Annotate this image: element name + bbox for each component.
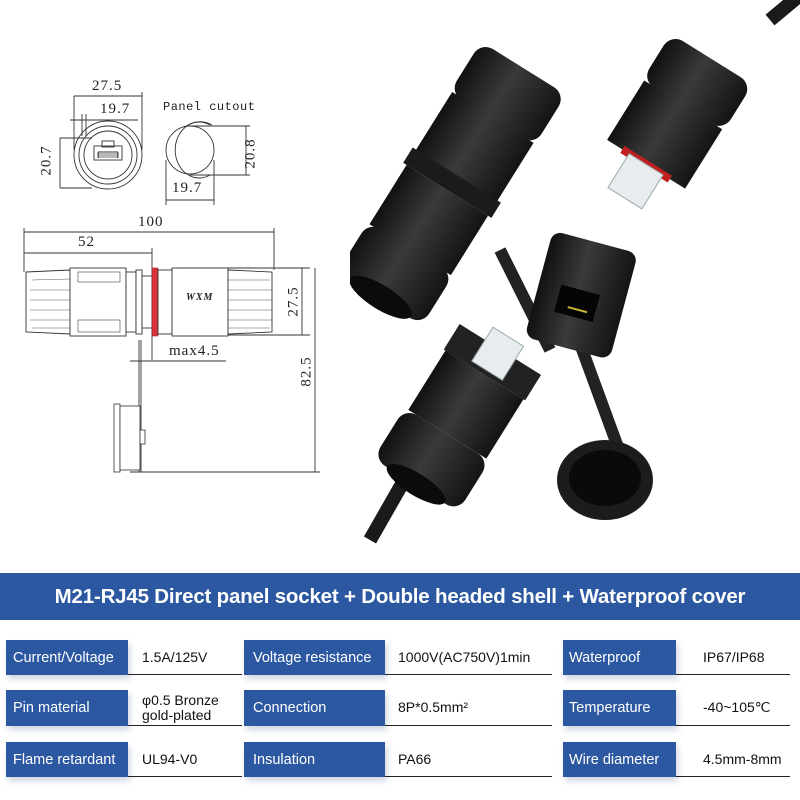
spec-label: Flame retardant: [6, 742, 128, 777]
dimension-lines: [23, 92, 320, 473]
dim-diameter: 27.5: [285, 286, 302, 317]
spec-value: 1000V(AC750V)1min: [385, 640, 552, 675]
dim-total-height: 82.5: [298, 356, 315, 387]
product-title: M21-RJ45 Direct panel socket + Double he…: [54, 584, 746, 608]
panel-socket: [526, 232, 636, 358]
double-headed-shell: [350, 47, 561, 321]
spec-label: Connection: [244, 690, 385, 726]
spec-value: 1.5A/125V: [128, 640, 242, 675]
spec-value: -40~105℃: [676, 690, 790, 726]
spec-value: IP67/IP68: [676, 640, 790, 675]
dim-total-length: 100: [138, 214, 164, 230]
spec-waterproof: Waterproof IP67/IP68: [563, 640, 790, 675]
spec-connection: Connection 8P*0.5mm²: [244, 690, 552, 726]
dim-front-outer-width: 27.5: [92, 78, 123, 94]
product-title-banner: M21-RJ45 Direct panel socket + Double he…: [0, 573, 800, 620]
spec-current-voltage: Current/Voltage 1.5A/125V: [6, 640, 242, 675]
spec-value-line2: gold-plated: [142, 706, 212, 723]
technical-drawing: 27.5 19.7 20.7 Panel cutout 20.8 19.7 10…: [0, 0, 340, 480]
spec-value: φ0.5 Bronze gold-plated: [128, 690, 242, 726]
waterproof-cover: [557, 440, 653, 520]
spec-wire-diameter: Wire diameter 4.5mm-8mm: [563, 742, 790, 777]
spec-value: 4.5mm-8mm: [676, 742, 790, 777]
dim-front-length: 52: [78, 234, 95, 250]
spec-label: Wire diameter: [563, 742, 676, 777]
spec-temperature: Temperature -40~105℃: [563, 690, 790, 726]
spec-value: PA66: [385, 742, 552, 777]
spec-value: UL94-V0: [128, 742, 242, 777]
spec-pin-material: Pin material φ0.5 Bronze gold-plated: [6, 690, 242, 726]
spec-voltage-resistance: Voltage resistance 1000V(AC750V)1min: [244, 640, 552, 675]
connector-illustration: [350, 0, 800, 544]
side-view-connector: [25, 267, 273, 473]
dim-panel-thickness: max4.5: [169, 343, 220, 359]
dim-cutout-width: 19.7: [172, 180, 203, 196]
spec-label: Insulation: [244, 742, 385, 777]
spec-value: 8P*0.5mm²: [385, 690, 552, 726]
dim-cutout-height: 20.8: [242, 138, 259, 169]
brand-mark: WXM: [186, 292, 214, 303]
spec-value-line1: φ0.5 Bronze: [142, 691, 219, 708]
spec-label: Current/Voltage: [6, 640, 128, 675]
rj45-plug-bottom: [378, 323, 542, 507]
spec-label: Pin material: [6, 690, 128, 726]
panel-cutout-label: Panel cutout: [163, 100, 256, 114]
dim-front-height: 20.7: [38, 145, 55, 176]
spec-flame-retardant: Flame retardant UL94-V0: [6, 742, 242, 777]
product-photo: [350, 0, 800, 560]
spec-label: Waterproof: [563, 640, 676, 675]
spec-insulation: Insulation PA66: [244, 742, 552, 777]
front-view-outer-ring: [73, 120, 143, 190]
spec-label: Temperature: [563, 690, 676, 726]
spec-label: Voltage resistance: [244, 640, 385, 675]
rj45-plug-connector: [607, 38, 748, 210]
dim-front-inner-width: 19.7: [100, 101, 131, 117]
